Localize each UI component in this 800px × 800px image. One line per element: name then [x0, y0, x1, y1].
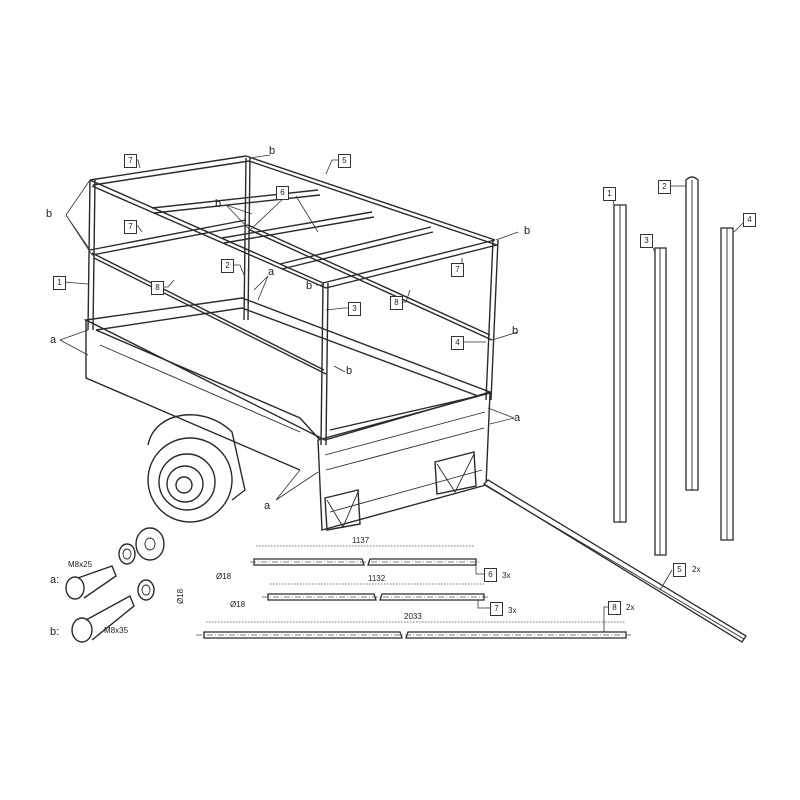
fastener-letter-a: a [264, 500, 271, 512]
fastener-letter-b: b [524, 225, 531, 237]
tube-6-length: 1137 [352, 536, 370, 545]
fastener-key-a: a: [50, 574, 60, 586]
callout-upright-1: 1 [603, 187, 616, 201]
callout-1-upright: 1 [53, 276, 66, 290]
tube-7-qty: 3x [508, 606, 517, 615]
callout-7-rear-top: 7 [124, 154, 137, 168]
fastener-letter-b: b [512, 325, 519, 337]
tube-6-qty: 3x [502, 571, 511, 580]
callout-6-crossbars: 6 [276, 186, 289, 200]
tube-7-diameter: Ø18 [230, 600, 246, 609]
fastener-letter-b: b [215, 198, 222, 210]
callout-3-upright: 3 [348, 302, 361, 316]
canopy-frame [87, 155, 499, 446]
callout-2-upright: 2 [221, 259, 234, 273]
fastener-letter-b: b [269, 145, 276, 157]
callout-upright-4: 4 [743, 213, 756, 227]
tubes-detail [196, 545, 632, 639]
rail-5-qty: 2x [692, 565, 701, 574]
callout-upright-2: 2 [658, 180, 671, 194]
rail-5 [482, 479, 747, 643]
callout-7-front: 7 [451, 263, 464, 277]
callout-7-mid: 7 [124, 220, 137, 234]
tube-8-diameter: Ø18 [176, 588, 185, 604]
callout-tube-8: 8 [608, 601, 621, 615]
tube-8-qty: 2x [626, 603, 635, 612]
tube-6-diameter: Ø18 [216, 572, 232, 581]
callout-8-left: 8 [151, 281, 164, 295]
trailer-body [83, 297, 493, 531]
callout-rail-5: 5 [673, 563, 686, 577]
fastener-letter-b: b [46, 208, 53, 220]
callout-tube-7: 7 [490, 602, 503, 616]
fastener-key-b: b: [50, 626, 60, 638]
bolt-a-size: M8x25 [68, 560, 93, 569]
callout-upright-3: 3 [640, 234, 653, 248]
fastener-letter-b: b [306, 280, 313, 292]
bolt-b-size: M8x35 [104, 626, 129, 635]
callout-tube-6: 6 [484, 568, 497, 582]
tube-7-length: 1132 [368, 574, 386, 583]
fastener-letter-a: a [268, 266, 275, 278]
callout-8-right: 8 [390, 296, 403, 310]
loose-uprights [613, 176, 734, 556]
fastener-letter-a: a [50, 334, 57, 346]
fastener-letter-b: b [346, 365, 353, 377]
fastener-letter-a: a [514, 412, 521, 424]
tube-8-length: 2033 [404, 612, 422, 621]
callout-5-top-rail: 5 [338, 154, 351, 168]
fasteners-detail [65, 527, 165, 643]
callout-4-upright: 4 [451, 336, 464, 350]
